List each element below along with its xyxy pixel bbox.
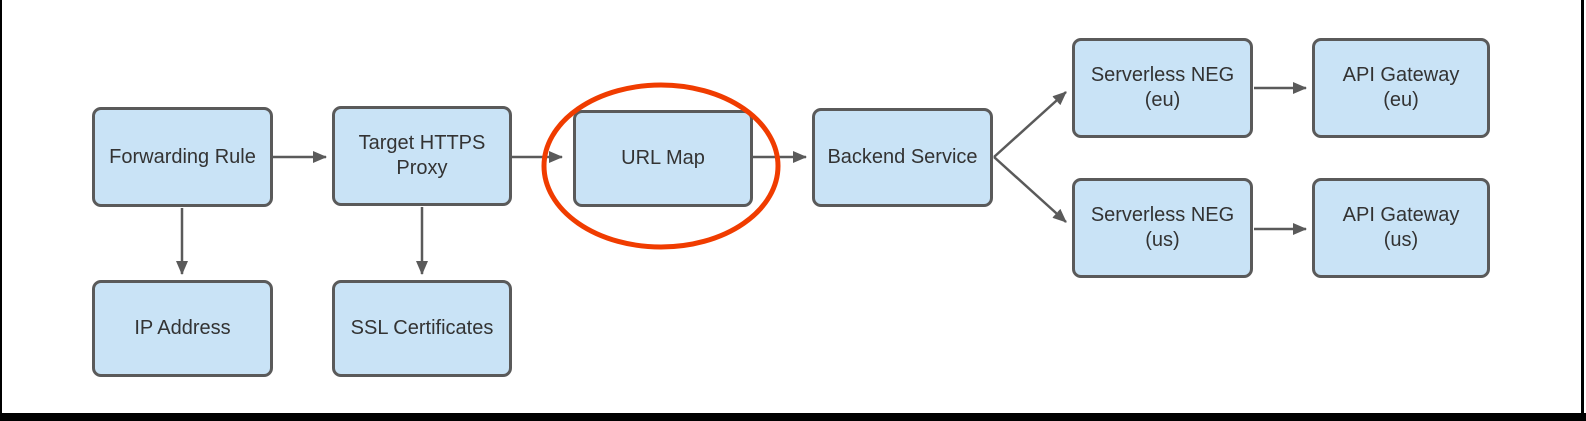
frame-right-border xyxy=(1581,0,1584,421)
edge-backend-service-to-serverless-neg-us xyxy=(993,156,1067,223)
node-serverless-neg-eu: Serverless NEG (eu) xyxy=(1072,38,1253,138)
node-api-gateway-eu: API Gateway (eu) xyxy=(1312,38,1490,138)
node-forwarding-rule: Forwarding Rule xyxy=(92,107,273,207)
node-ip-address: IP Address xyxy=(92,280,273,377)
node-backend-service: Backend Service xyxy=(812,108,993,207)
node-ssl-certificates: SSL Certificates xyxy=(332,280,512,377)
edge-backend-service-to-serverless-neg-eu xyxy=(993,91,1067,158)
node-api-gateway-us: API Gateway (us) xyxy=(1312,178,1490,278)
node-serverless-neg-us: Serverless NEG (us) xyxy=(1072,178,1253,278)
frame-bottom-border xyxy=(0,413,1586,421)
frame-left-border xyxy=(0,0,2,421)
node-target-https-proxy: Target HTTPS Proxy xyxy=(332,106,512,206)
node-url-map: URL Map xyxy=(573,110,753,207)
